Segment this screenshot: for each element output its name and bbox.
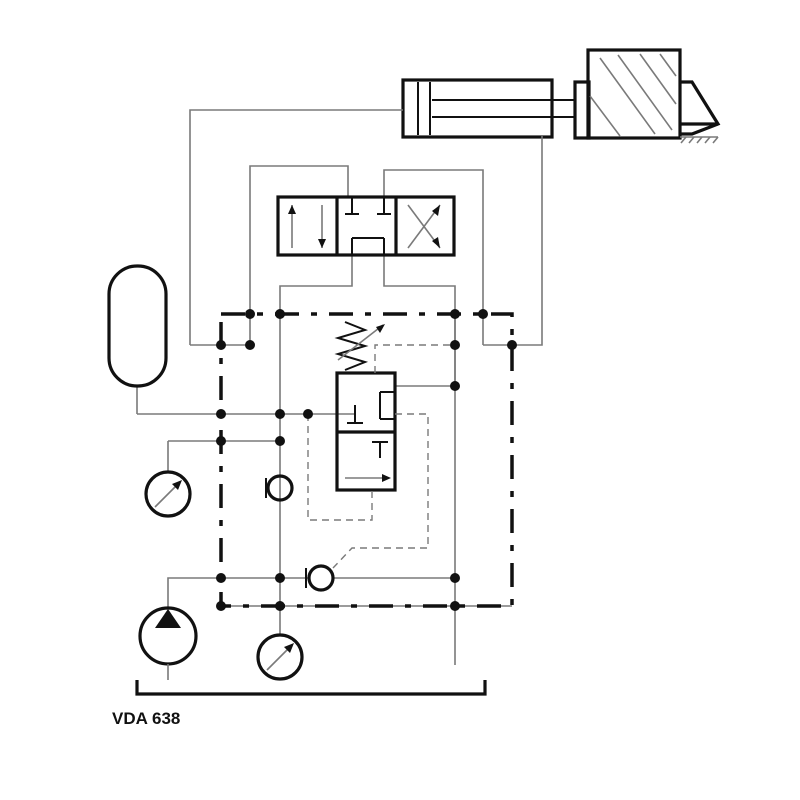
junction-dots <box>216 309 517 611</box>
pressure-valve <box>307 321 455 569</box>
pressure-gauge-left <box>144 440 221 518</box>
control-block-boundary <box>219 312 514 608</box>
pressure-lines <box>136 109 543 665</box>
pressure-gauge-bottom <box>256 606 304 681</box>
check-valve-lower <box>305 564 335 592</box>
directional-valve <box>276 195 456 257</box>
check-valve-upper <box>265 474 294 502</box>
accumulator <box>107 264 168 388</box>
hydraulic-cylinder <box>401 78 591 140</box>
diagram-caption: VDA 638 <box>112 709 181 728</box>
hydraulic-pump <box>138 577 221 680</box>
workpiece-block <box>586 48 721 144</box>
tank-line <box>135 680 487 696</box>
